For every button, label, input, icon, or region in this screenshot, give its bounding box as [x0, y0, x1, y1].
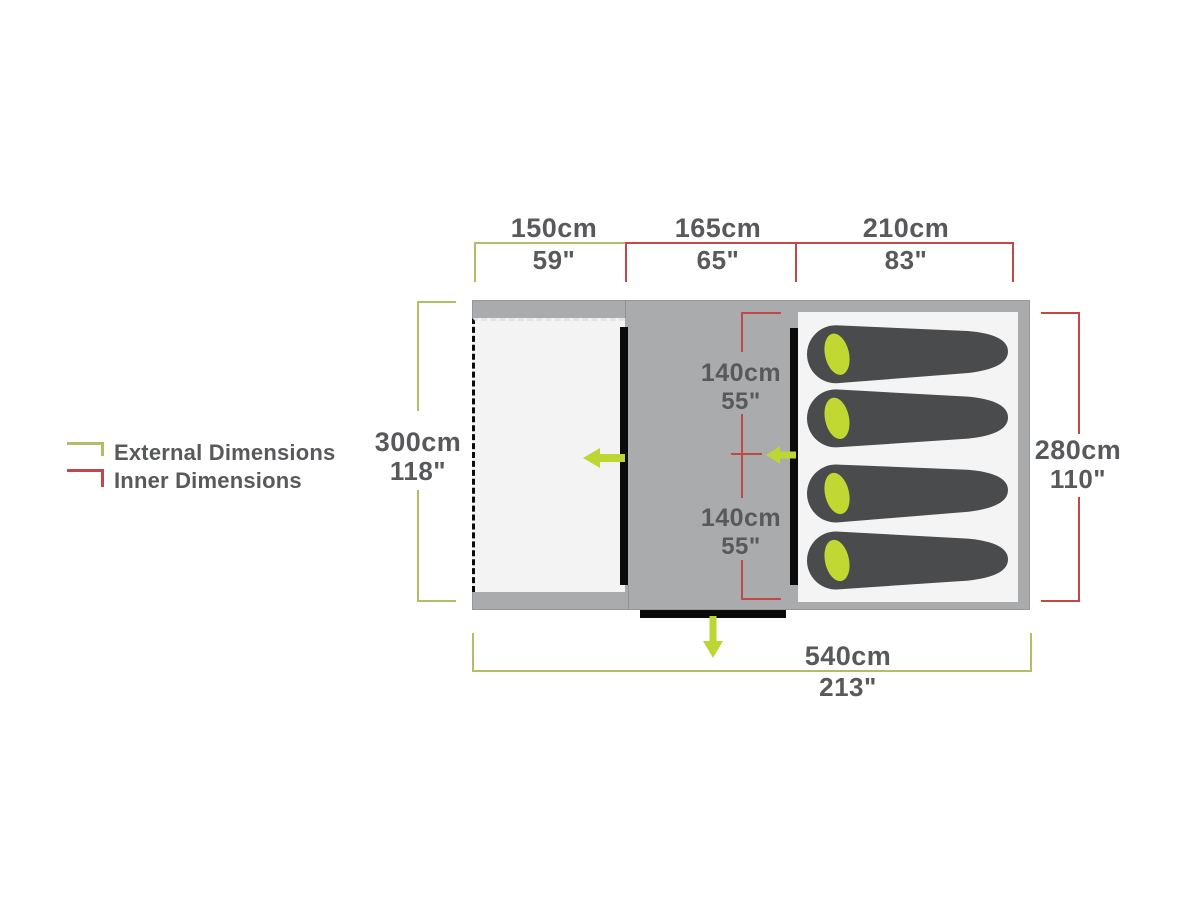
sleeping-bag — [807, 531, 1008, 590]
legend-external-label: External Dimensions — [114, 440, 336, 465]
section-divider-line — [628, 585, 629, 610]
pillow-icon — [824, 472, 850, 515]
right-dim-line — [1078, 497, 1080, 602]
top-external-dim-line — [475, 242, 625, 244]
pillow-icon — [824, 397, 850, 440]
left-dim-tick — [417, 301, 456, 303]
bedroom-entrance-arrow-left-icon — [766, 446, 796, 464]
pillow-icon — [824, 333, 850, 375]
inner-dim-mid-tick — [731, 453, 762, 455]
inner-dim-tick — [742, 312, 781, 314]
inner-dim-line — [741, 560, 743, 600]
dim-65in-label: 65" — [696, 245, 740, 275]
dim-150cm-label: 150cm — [510, 213, 598, 243]
dim-300cm-label: 300cm — [374, 427, 462, 457]
top-dim-tick — [474, 242, 476, 282]
bottom-dim-tick — [472, 633, 474, 672]
top-dim-tick — [795, 242, 797, 282]
dim-118in-label: 118" — [389, 456, 447, 486]
left-dim-line — [417, 490, 419, 602]
front-door-sill — [640, 610, 786, 618]
dim-55in-lower-label: 55" — [721, 533, 761, 560]
front-entrance-arrow-down-icon — [703, 616, 723, 658]
bottom-dim-line — [472, 670, 1032, 672]
inner-dim-line — [741, 414, 743, 498]
right-dim-tick — [1041, 312, 1080, 314]
legend-inner-label: Inner Dimensions — [114, 468, 302, 493]
dim-165cm-label: 165cm — [674, 213, 762, 243]
porch-entrance-arrow-left-icon — [583, 448, 625, 468]
top-dim-tick — [625, 242, 627, 282]
top-inner-dim-line — [625, 242, 1014, 244]
dim-59in-label: 59" — [532, 245, 576, 275]
sleeping-bag — [807, 325, 1008, 384]
dim-540cm-label: 540cm — [804, 641, 892, 671]
sleeping-bag — [807, 389, 1008, 448]
inner-dimension-line-icon — [67, 469, 104, 487]
dim-83in-label: 83" — [884, 245, 928, 275]
right-dim-line — [1078, 312, 1080, 434]
dim-210cm-label: 210cm — [862, 213, 950, 243]
bottom-dim-tick — [1030, 633, 1032, 672]
dim-140cm-lower-label: 140cm — [700, 504, 782, 532]
top-dim-tick — [1012, 242, 1014, 282]
left-dim-tick — [417, 600, 456, 602]
inner-dim-tick — [742, 598, 781, 600]
dim-55in-upper-label: 55" — [721, 388, 761, 415]
left-dim-line — [417, 301, 419, 411]
section-divider-line — [625, 300, 626, 318]
external-dimension-line-icon — [67, 442, 104, 456]
sleeping-bag — [807, 464, 1008, 523]
inner-dim-line — [741, 312, 743, 352]
pillow-icon — [824, 539, 850, 582]
dim-280cm-label: 280cm — [1034, 435, 1122, 465]
right-dim-tick — [1041, 600, 1080, 602]
dim-110in-label: 110" — [1049, 464, 1107, 494]
dim-213in-label: 213" — [819, 672, 877, 702]
dim-140cm-upper-label: 140cm — [700, 359, 782, 387]
